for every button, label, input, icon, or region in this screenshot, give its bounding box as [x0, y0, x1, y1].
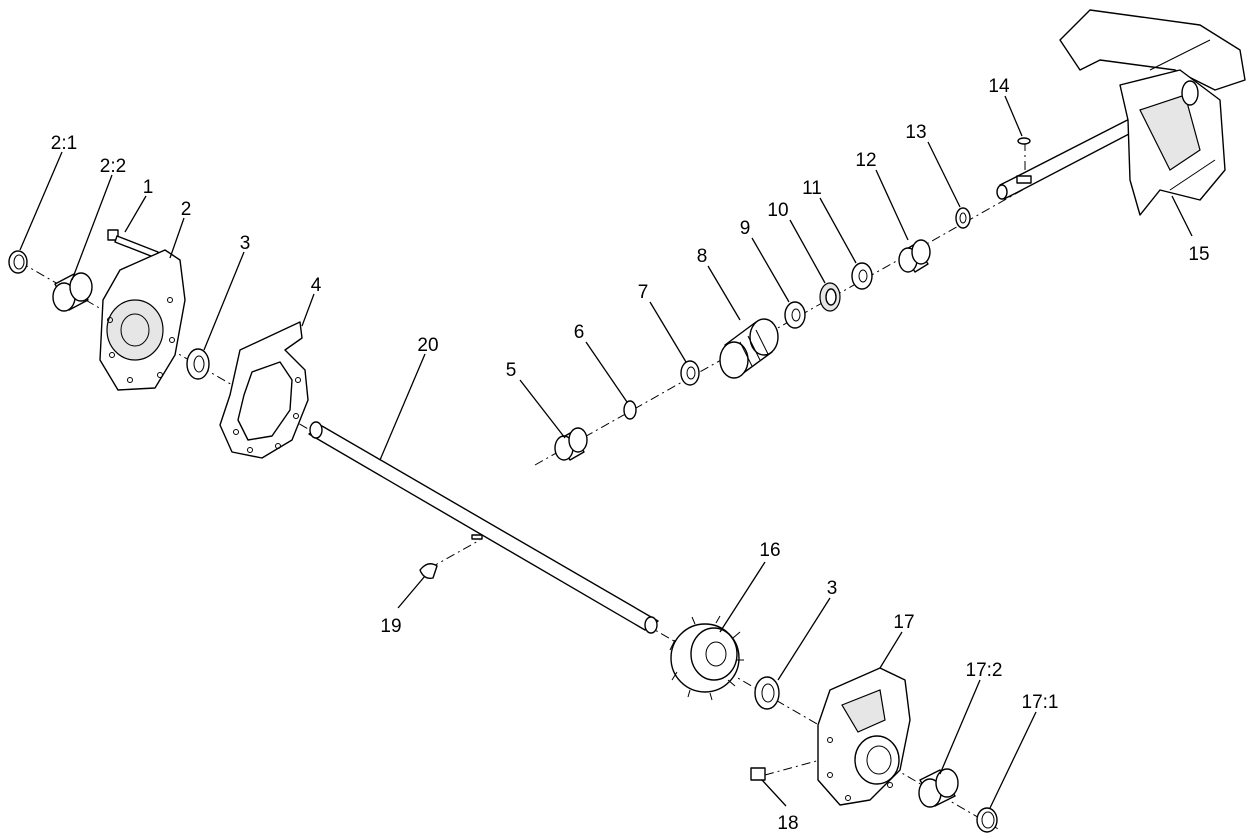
callout-2: 2	[181, 199, 192, 220]
callout-8: 8	[697, 246, 708, 267]
leader-14	[1004, 95, 1023, 137]
leader-15	[1171, 195, 1193, 237]
leader-3b	[777, 597, 831, 681]
leader-2-2	[71, 174, 113, 281]
callout-16: 16	[759, 540, 780, 561]
callout-2-2: 2:2	[100, 156, 126, 177]
lower-shaft	[308, 421, 659, 634]
roll-pin	[1017, 137, 1031, 145]
callout-17: 17	[893, 612, 914, 633]
leader-7	[649, 301, 687, 363]
thrust-washer-9	[784, 301, 806, 329]
leader-18	[761, 779, 787, 807]
callout-3-left: 3	[240, 233, 251, 254]
callout-labels: 2:1 2:2 1 2 3 4 20 5 6 7 8 9 10 11 12 13…	[51, 76, 1210, 834]
leader-9	[751, 237, 790, 303]
bearing-left	[52, 272, 93, 312]
callout-19: 19	[380, 616, 401, 637]
plug	[750, 767, 766, 781]
callout-18: 18	[777, 813, 798, 834]
washer-right	[754, 676, 780, 710]
leader-17-1	[989, 711, 1037, 809]
washer-13	[955, 207, 971, 229]
leader-17-2	[939, 679, 981, 775]
callout-17-2: 17:2	[966, 660, 1003, 681]
housing-right	[817, 667, 911, 806]
leader-8	[707, 265, 741, 321]
callout-13: 13	[905, 122, 926, 143]
callout-6: 6	[574, 322, 585, 343]
callout-4: 4	[311, 275, 322, 296]
leader-16	[719, 561, 766, 633]
bolt	[107, 229, 159, 259]
seal-left	[8, 250, 28, 274]
leader-17	[879, 631, 903, 669]
impeller	[1059, 9, 1246, 216]
seal-right	[976, 807, 998, 833]
gasket	[219, 321, 309, 459]
callout-2-1: 2:1	[51, 133, 77, 154]
callout-5: 5	[506, 360, 517, 381]
snap-ring	[623, 400, 637, 420]
callout-20: 20	[417, 335, 438, 356]
leader-11	[819, 197, 857, 264]
callout-12: 12	[855, 150, 876, 171]
callout-1: 1	[143, 177, 154, 198]
leader-2	[169, 217, 185, 259]
housing-left	[99, 249, 186, 391]
gear	[669, 615, 744, 701]
key-axis	[429, 539, 481, 569]
leader-3a	[203, 251, 245, 351]
plug-axis	[764, 759, 821, 776]
leader-12	[875, 169, 909, 241]
leader-lines	[19, 95, 1193, 809]
callout-15: 15	[1188, 244, 1209, 265]
leader-20	[379, 353, 426, 461]
leader-5	[519, 379, 566, 439]
bushing	[554, 427, 588, 461]
callout-3-right: 3	[827, 578, 838, 599]
woodruff-key	[419, 563, 438, 580]
callout-14: 14	[988, 76, 1010, 97]
callout-17-1: 17:1	[1022, 692, 1059, 713]
thrust-washer-7	[680, 360, 700, 386]
leader-10	[789, 219, 826, 284]
upper-bushing	[898, 239, 931, 273]
callout-9: 9	[740, 218, 751, 239]
washer-left	[186, 348, 210, 380]
leader-1	[124, 195, 147, 233]
thrust-bearing	[819, 282, 841, 312]
callout-10: 10	[767, 200, 788, 221]
leader-6	[585, 341, 628, 403]
leader-2-1	[19, 151, 63, 251]
leader-19	[397, 575, 426, 609]
callout-11: 11	[802, 178, 822, 199]
leader-4	[301, 293, 315, 327]
worm-gear	[719, 318, 779, 379]
bearing-right	[918, 768, 959, 808]
thrust-washer-11	[851, 262, 873, 290]
callout-7: 7	[638, 282, 649, 303]
leader-13	[927, 141, 961, 208]
